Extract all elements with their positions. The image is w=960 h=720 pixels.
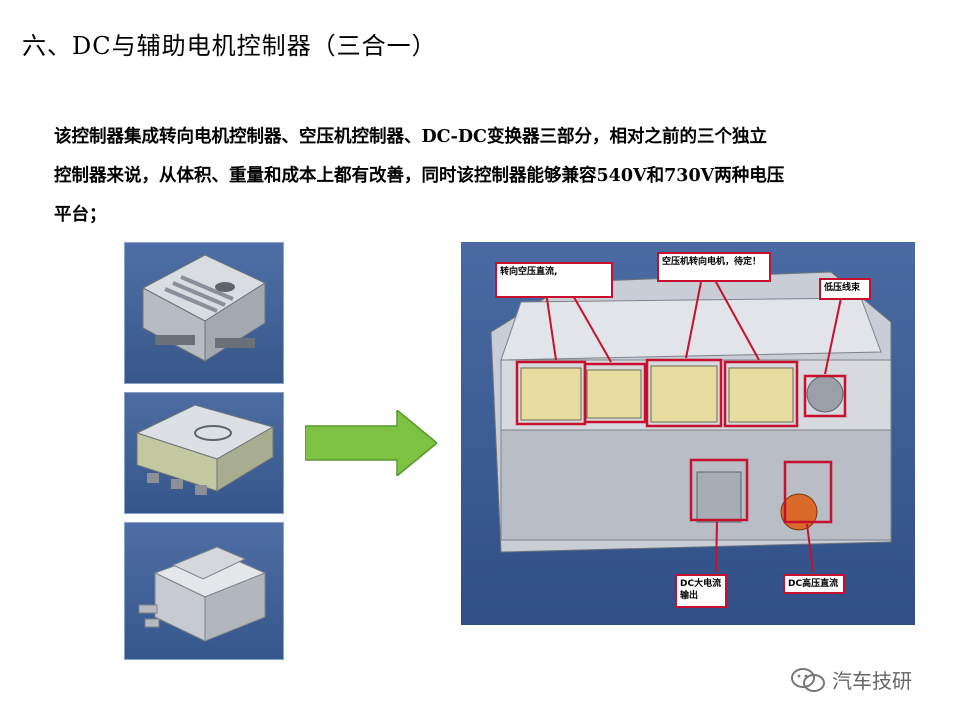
page-title: 六、DC与辅助电机控制器（三合一） bbox=[22, 32, 437, 60]
callout-dc-hv: DC高压直流 bbox=[783, 574, 845, 594]
right-arrow-icon bbox=[304, 408, 439, 480]
callout-dc-output: DC大电流输出 bbox=[675, 574, 727, 608]
description-paragraph: 该控制器集成转向电机控制器、空压机控制器、DC-DC变换器三部分，相对之前的三个… bbox=[54, 118, 934, 235]
callout-low-voltage: 低压线束 bbox=[819, 278, 871, 300]
controller-b-image bbox=[124, 392, 284, 514]
watermark: 汽车技研 bbox=[790, 665, 912, 694]
watermark-text: 汽车技研 bbox=[832, 669, 912, 693]
paragraph-line-2: 控制器来说，从体积、重量和成本上都有改善，同时该控制器能够兼容540V和730V… bbox=[54, 166, 785, 186]
assembly-diagram: 转向空压直流, 空压机转向电机，待定！ 低压线束 DC大电流输出 DC高压直流 bbox=[461, 242, 915, 625]
callout-motor: 空压机转向电机，待定！ bbox=[657, 252, 771, 282]
paragraph-line-1: 该控制器集成转向电机控制器、空压机控制器、DC-DC变换器三部分，相对之前的三个… bbox=[54, 127, 767, 147]
wechat-icon bbox=[791, 667, 825, 692]
controller-a-image bbox=[124, 242, 284, 384]
paragraph-line-3: 平台； bbox=[54, 205, 107, 225]
controller-c-image bbox=[124, 522, 284, 660]
callout-steering: 转向空压直流, bbox=[495, 262, 613, 298]
